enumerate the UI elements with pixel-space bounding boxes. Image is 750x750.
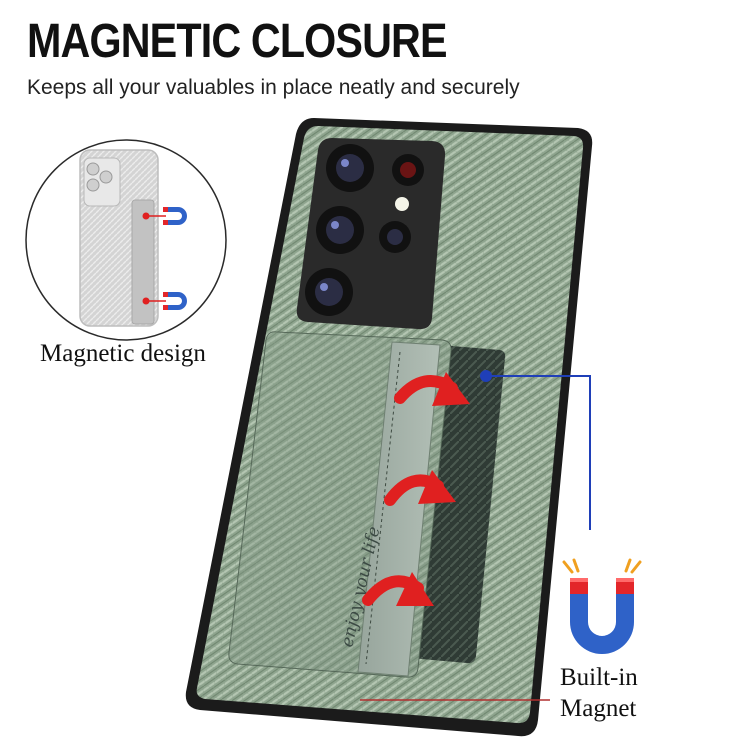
curved-arrow-icon	[394, 372, 470, 406]
u-magnet-icon	[562, 558, 642, 654]
camera-lens-icon	[316, 206, 364, 254]
curved-arrow-icon	[362, 572, 434, 606]
u-magnet-icon	[163, 207, 187, 225]
page-title: MAGNETIC CLOSURE	[27, 15, 448, 68]
camera-lens-icon	[392, 154, 424, 186]
camera-lens-icon	[305, 268, 353, 316]
built-in-magnet-caption-line1: Built-in	[560, 664, 638, 691]
phone-case: enjoy your life	[185, 118, 593, 737]
flash-icon	[395, 197, 409, 211]
magnetic-design-caption: Magnetic design	[40, 340, 206, 367]
page-subtitle: Keeps all your valuables in place neatly…	[27, 76, 520, 99]
magnet-leader-line	[480, 370, 591, 530]
camera-lens-icon	[326, 144, 374, 192]
camera-lens-icon	[379, 221, 411, 253]
magnetic-design-inset	[25, 139, 227, 341]
built-in-magnet-caption: Built-in Magnet	[560, 662, 638, 724]
camera-module	[296, 138, 446, 330]
u-magnet-icon	[163, 292, 187, 310]
curved-arrow-icon	[384, 470, 456, 506]
built-in-magnet-caption-line2: Magnet	[560, 695, 637, 722]
